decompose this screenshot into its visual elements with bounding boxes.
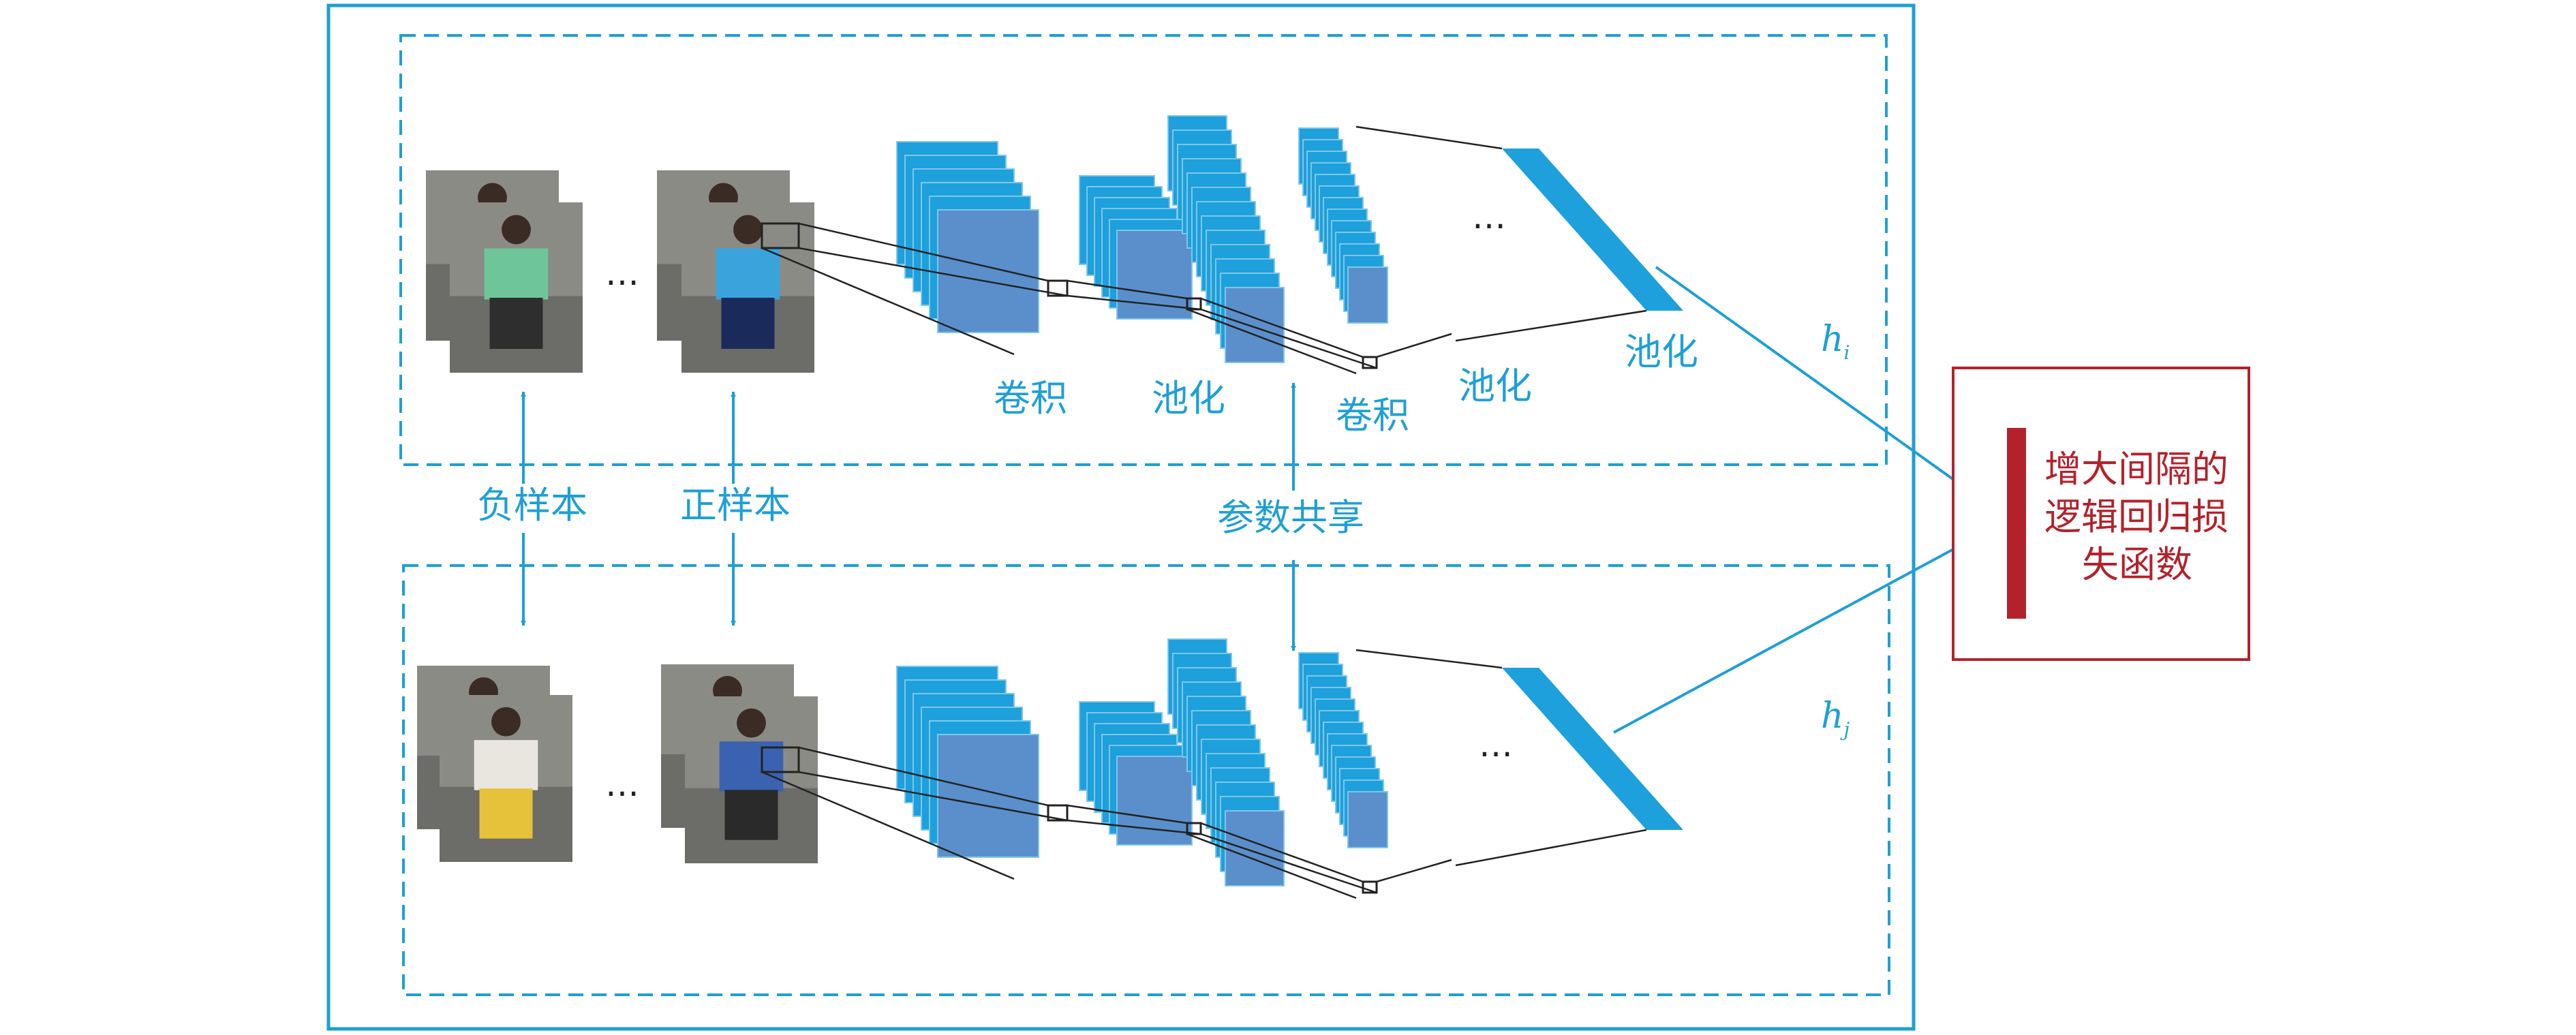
positive-image-front-legs (724, 790, 778, 840)
negative-image-front-shirt (484, 248, 549, 300)
connection-9 (1355, 125, 1503, 150)
bottom-output-arrow (1613, 518, 2010, 734)
stage-label-pool1: 池化 (1152, 377, 1225, 420)
fc-plane (1502, 149, 1683, 311)
bottom-image-ellipsis: … (605, 764, 639, 804)
pool1-stack-layer (1116, 230, 1193, 320)
loss-bar (2007, 428, 2026, 619)
positive-sample-label: 正样本 (680, 484, 791, 527)
stage-label-pool2: 池化 (1458, 365, 1532, 407)
negative-image-front-head (502, 215, 531, 245)
negative-sample-label: 负样本 (477, 484, 587, 527)
parameter-sharing-label: 参数共享 (1217, 496, 1364, 539)
pool1-stack-layer (1116, 756, 1193, 846)
connection-4 (1067, 819, 1201, 835)
output-label-hj: hj (1821, 696, 1850, 741)
pool2-stack-layer (1347, 791, 1388, 848)
loss-box (1952, 367, 2250, 661)
positive-image-front (681, 202, 814, 373)
connection-3 (1067, 279, 1188, 300)
top-output-arrow (1655, 266, 2010, 521)
input-window (761, 746, 800, 773)
positive-image-front-head (737, 708, 766, 738)
connection-3 (1067, 804, 1188, 824)
positive-image-front-head (733, 215, 763, 245)
loss-text-line-3: 失函数 (2082, 543, 2192, 586)
fc-plane (1502, 668, 1683, 830)
connection-0 (798, 222, 1049, 282)
conv2-window (1362, 880, 1378, 894)
negative-image-front (440, 695, 572, 862)
conv2-stack-layer (1225, 810, 1285, 886)
conv1-stack-layer (937, 734, 1039, 858)
pool2-stack-layer (1347, 266, 1388, 324)
negative-image-front (450, 202, 583, 373)
connection-7 (1186, 308, 1357, 375)
positive-image-front (685, 696, 818, 863)
connection-6 (1200, 833, 1377, 894)
connection-1 (798, 247, 1068, 297)
connection-4 (1067, 294, 1201, 311)
conv2-window (1362, 356, 1378, 369)
loss-text-line-2: 逻辑回归损 (2044, 495, 2228, 538)
connection-0 (798, 746, 1049, 807)
conv1-window (1047, 279, 1069, 297)
connection-7 (1186, 833, 1357, 899)
connection-2 (761, 771, 1015, 880)
bottom-branch-frame (402, 564, 1890, 996)
positive-image-front-legs (721, 298, 775, 349)
negative-image-front-legs (479, 788, 533, 839)
negative-image-front-legs (489, 298, 543, 349)
top-image-ellipsis: … (605, 253, 639, 293)
conv1-window (1047, 804, 1069, 822)
top-branch-frame (399, 34, 1888, 466)
connection-10 (1455, 309, 1647, 342)
stage-label-conv1: 卷积 (994, 377, 1067, 420)
negative-image-front-shirt (474, 740, 538, 790)
connection-8 (1376, 859, 1452, 883)
stage-label-conv2: 卷积 (1336, 394, 1409, 437)
positive-image-front-shirt (716, 248, 780, 300)
positive-image-front-shirt (719, 741, 784, 792)
input-window (761, 222, 800, 249)
top-branch (426, 115, 1683, 375)
connection-1 (798, 771, 1068, 822)
conv1-stack-layer (937, 209, 1039, 333)
connection-9 (1355, 649, 1503, 669)
connection-8 (1376, 333, 1452, 358)
bottom-branch (417, 638, 1683, 899)
output-label-hi: hi (1821, 319, 1850, 364)
outer-frame (326, 3, 1916, 1031)
connection-6 (1200, 308, 1377, 369)
bottom-layer-ellipsis: … (1479, 725, 1513, 764)
connection-2 (761, 247, 1015, 356)
connection-10 (1455, 829, 1647, 867)
top-layer-ellipsis: … (1472, 197, 1506, 236)
loss-text-line-1: 增大间隔的 (2044, 448, 2228, 491)
connection-5 (1200, 297, 1364, 358)
stage-label-pool3: 池化 (1625, 330, 1698, 373)
negative-image-front-head (491, 707, 521, 737)
connection-5 (1200, 822, 1364, 883)
